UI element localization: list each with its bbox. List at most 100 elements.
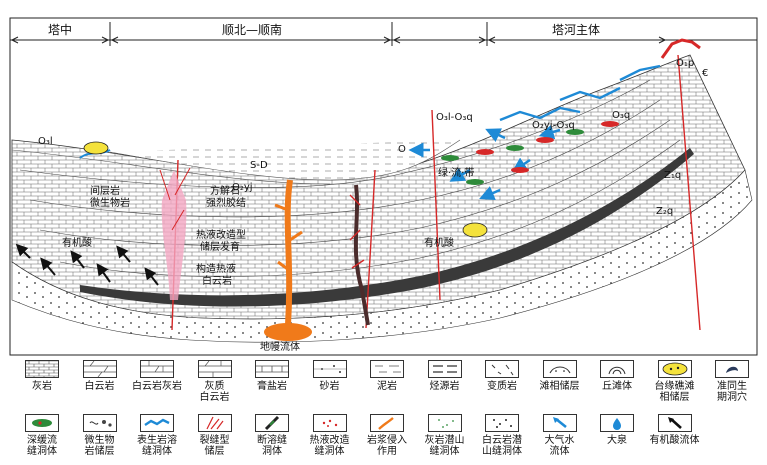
label-oyj-right: O₂yj-O₃q bbox=[532, 120, 575, 131]
legend-item: 微生物 岩储层 bbox=[70, 414, 130, 457]
legend-label: 灰岩 bbox=[32, 381, 52, 392]
annotation-youjisuan-right: 有机酸 bbox=[424, 236, 454, 249]
mound-icon bbox=[600, 360, 634, 378]
legend-item: 灰岩 bbox=[12, 360, 72, 392]
zone-header: 塔中 顺北—顺南 塔河主体 bbox=[10, 22, 757, 46]
legend-item: 灰岩潜山 缝洞体 bbox=[415, 414, 475, 457]
annotation-green-zone: 绿·流·带 bbox=[438, 166, 474, 179]
fault-cave-icon bbox=[255, 414, 289, 432]
legend-label: 台缘礁滩 相储层 bbox=[654, 381, 695, 403]
legend-label: 白云岩 bbox=[84, 381, 115, 392]
reef-shoals bbox=[83, 141, 488, 238]
zone-tahe-main: 塔河主体 bbox=[552, 23, 600, 37]
legend-item: 准同生 期洞穴 bbox=[702, 360, 762, 403]
label-o2yj-mid: O₂yj bbox=[232, 182, 253, 193]
fault-cave-column bbox=[349, 184, 370, 326]
legend-item: 热液改造 缝洞体 bbox=[300, 414, 360, 457]
legend-label: 烃源岩 bbox=[429, 381, 460, 392]
legend-label: 砂岩 bbox=[319, 381, 340, 392]
label-z2q: Z₂q bbox=[656, 206, 673, 217]
legend-item: 台缘礁滩 相储层 bbox=[645, 360, 705, 403]
legend-item: 表生岩溶 缝洞体 bbox=[127, 414, 187, 457]
zone-tazhong: 塔中 bbox=[48, 22, 72, 37]
label-epsilon: € bbox=[702, 68, 708, 79]
legend-item: 膏盐岩 bbox=[242, 360, 302, 392]
gypsum-icon bbox=[255, 360, 289, 378]
magma-intrusion-icon bbox=[370, 414, 404, 432]
sandstone-icon bbox=[312, 360, 347, 378]
meteoric-arrows bbox=[408, 124, 561, 200]
epigenetic-karst-icon bbox=[140, 414, 174, 432]
platform-margin-reef-icon bbox=[657, 360, 692, 378]
legend-item: 断溶缝 洞体 bbox=[242, 414, 302, 457]
hydrothermal-fluid bbox=[159, 167, 191, 300]
legend-label: 热液改造 缝洞体 bbox=[309, 435, 350, 457]
legend-label: 有机酸流体 bbox=[649, 435, 700, 446]
legend-label: 表生岩溶 缝洞体 bbox=[137, 435, 177, 457]
legend-item: 滩相储层 bbox=[530, 360, 590, 392]
legend-label: 准同生 期洞穴 bbox=[717, 381, 747, 403]
crest-feature bbox=[660, 38, 701, 59]
reservoir-lenses bbox=[441, 121, 619, 185]
legend-label: 丘滩体 bbox=[602, 381, 632, 392]
legend-item: 有机酸流体 bbox=[645, 414, 705, 446]
legend-label: 微生物 岩储层 bbox=[84, 435, 115, 457]
annotation-rehua-2: 储层发育 bbox=[200, 240, 240, 253]
legend-label: 白云岩潜 山缝洞体 bbox=[482, 435, 522, 457]
legend-label: 滩相储层 bbox=[539, 381, 580, 392]
deep-fault-cave-icon bbox=[25, 414, 59, 432]
legend-item: 裂缝型 储层 bbox=[185, 414, 245, 457]
label-o1p: O₁p bbox=[676, 58, 694, 69]
annotation-fangjieshi-2: 强烈胶结 bbox=[206, 196, 246, 209]
legend-item: 白云岩灰岩 bbox=[127, 360, 187, 392]
legend-item: 岩浆侵入 作用 bbox=[357, 414, 417, 457]
microbial-reservoir-icon bbox=[82, 414, 117, 432]
meteoric-water-icon bbox=[542, 414, 577, 432]
limestone-buried-karst-icon bbox=[427, 414, 462, 432]
legend-item: 灰质 白云岩 bbox=[185, 360, 245, 403]
legend-item: 丘滩体 bbox=[587, 360, 647, 392]
label-z1q: Z₁q bbox=[664, 170, 681, 181]
mantle-fluid bbox=[264, 179, 312, 341]
mudstone-icon bbox=[370, 360, 404, 378]
paleo-cave-icon bbox=[715, 360, 749, 378]
annotation-gouzao-2: 白云岩 bbox=[202, 274, 232, 287]
legend-label: 深缓流 缝洞体 bbox=[27, 435, 57, 457]
organic-acid-flow-icon bbox=[657, 414, 692, 432]
section-labels: O₃l S-D O₂yj O₃l-O₃q O₂yj-O₃q O₃q O₁p € … bbox=[38, 58, 708, 217]
label-sd: S-D bbox=[250, 160, 268, 171]
legend-label: 大泉 bbox=[607, 435, 627, 446]
legend-item: 烃源岩 bbox=[415, 360, 475, 392]
metamorphic-icon bbox=[485, 360, 519, 378]
annotation-youjisuan-left: 有机酸 bbox=[62, 236, 92, 249]
legend-item: 大气水 流体 bbox=[530, 414, 590, 457]
karst-caves bbox=[79, 64, 661, 159]
legend-label: 灰质 白云岩 bbox=[199, 381, 230, 403]
legend-label: 断溶缝 洞体 bbox=[257, 435, 287, 457]
dolomitic-limestone-icon bbox=[140, 360, 174, 378]
legend-label: 岩浆侵入 作用 bbox=[367, 435, 407, 457]
legend-label: 膏盐岩 bbox=[257, 381, 287, 392]
legend-label: 变质岩 bbox=[487, 381, 517, 392]
hydrocarbon-source-icon bbox=[427, 360, 462, 378]
legend-item: 变质岩 bbox=[472, 360, 532, 392]
zone-shunbei: 顺北—顺南 bbox=[222, 22, 282, 37]
annotation-fangjieshi-1: 方解石 bbox=[210, 184, 240, 197]
legend-label: 泥岩 bbox=[377, 381, 397, 392]
legend-item: 白云岩潜 山缝洞体 bbox=[472, 414, 532, 457]
legend-label: 大气水 流体 bbox=[544, 435, 575, 457]
organic-acid-arrows-left bbox=[15, 243, 159, 286]
dolomite-icon bbox=[82, 360, 117, 378]
annotation-diqiao-flow: 地幔流体 bbox=[260, 340, 300, 353]
hydrothermal-cave-icon bbox=[312, 414, 347, 432]
legend-item: 大泉 bbox=[587, 414, 647, 446]
legend: 灰岩 白云岩 白云岩灰岩 灰质 白云岩 膏盐岩 砂岩 泥岩 烃源岩 变质岩 滩相储层 丘滩体 台缘礁滩… bbox=[12, 360, 757, 465]
dark-band bbox=[80, 148, 694, 307]
legend-item: 砂岩 bbox=[300, 360, 360, 392]
annotation-micro-bio: 微生物岩 bbox=[90, 196, 130, 209]
annotation-rehua-1: 热液改造型 bbox=[196, 228, 246, 241]
legend-label: 白云岩灰岩 bbox=[132, 381, 182, 392]
label-o3l-o3q: O₃l-O₃q bbox=[436, 112, 473, 123]
legend-item: 深缓流 缝洞体 bbox=[12, 414, 72, 457]
